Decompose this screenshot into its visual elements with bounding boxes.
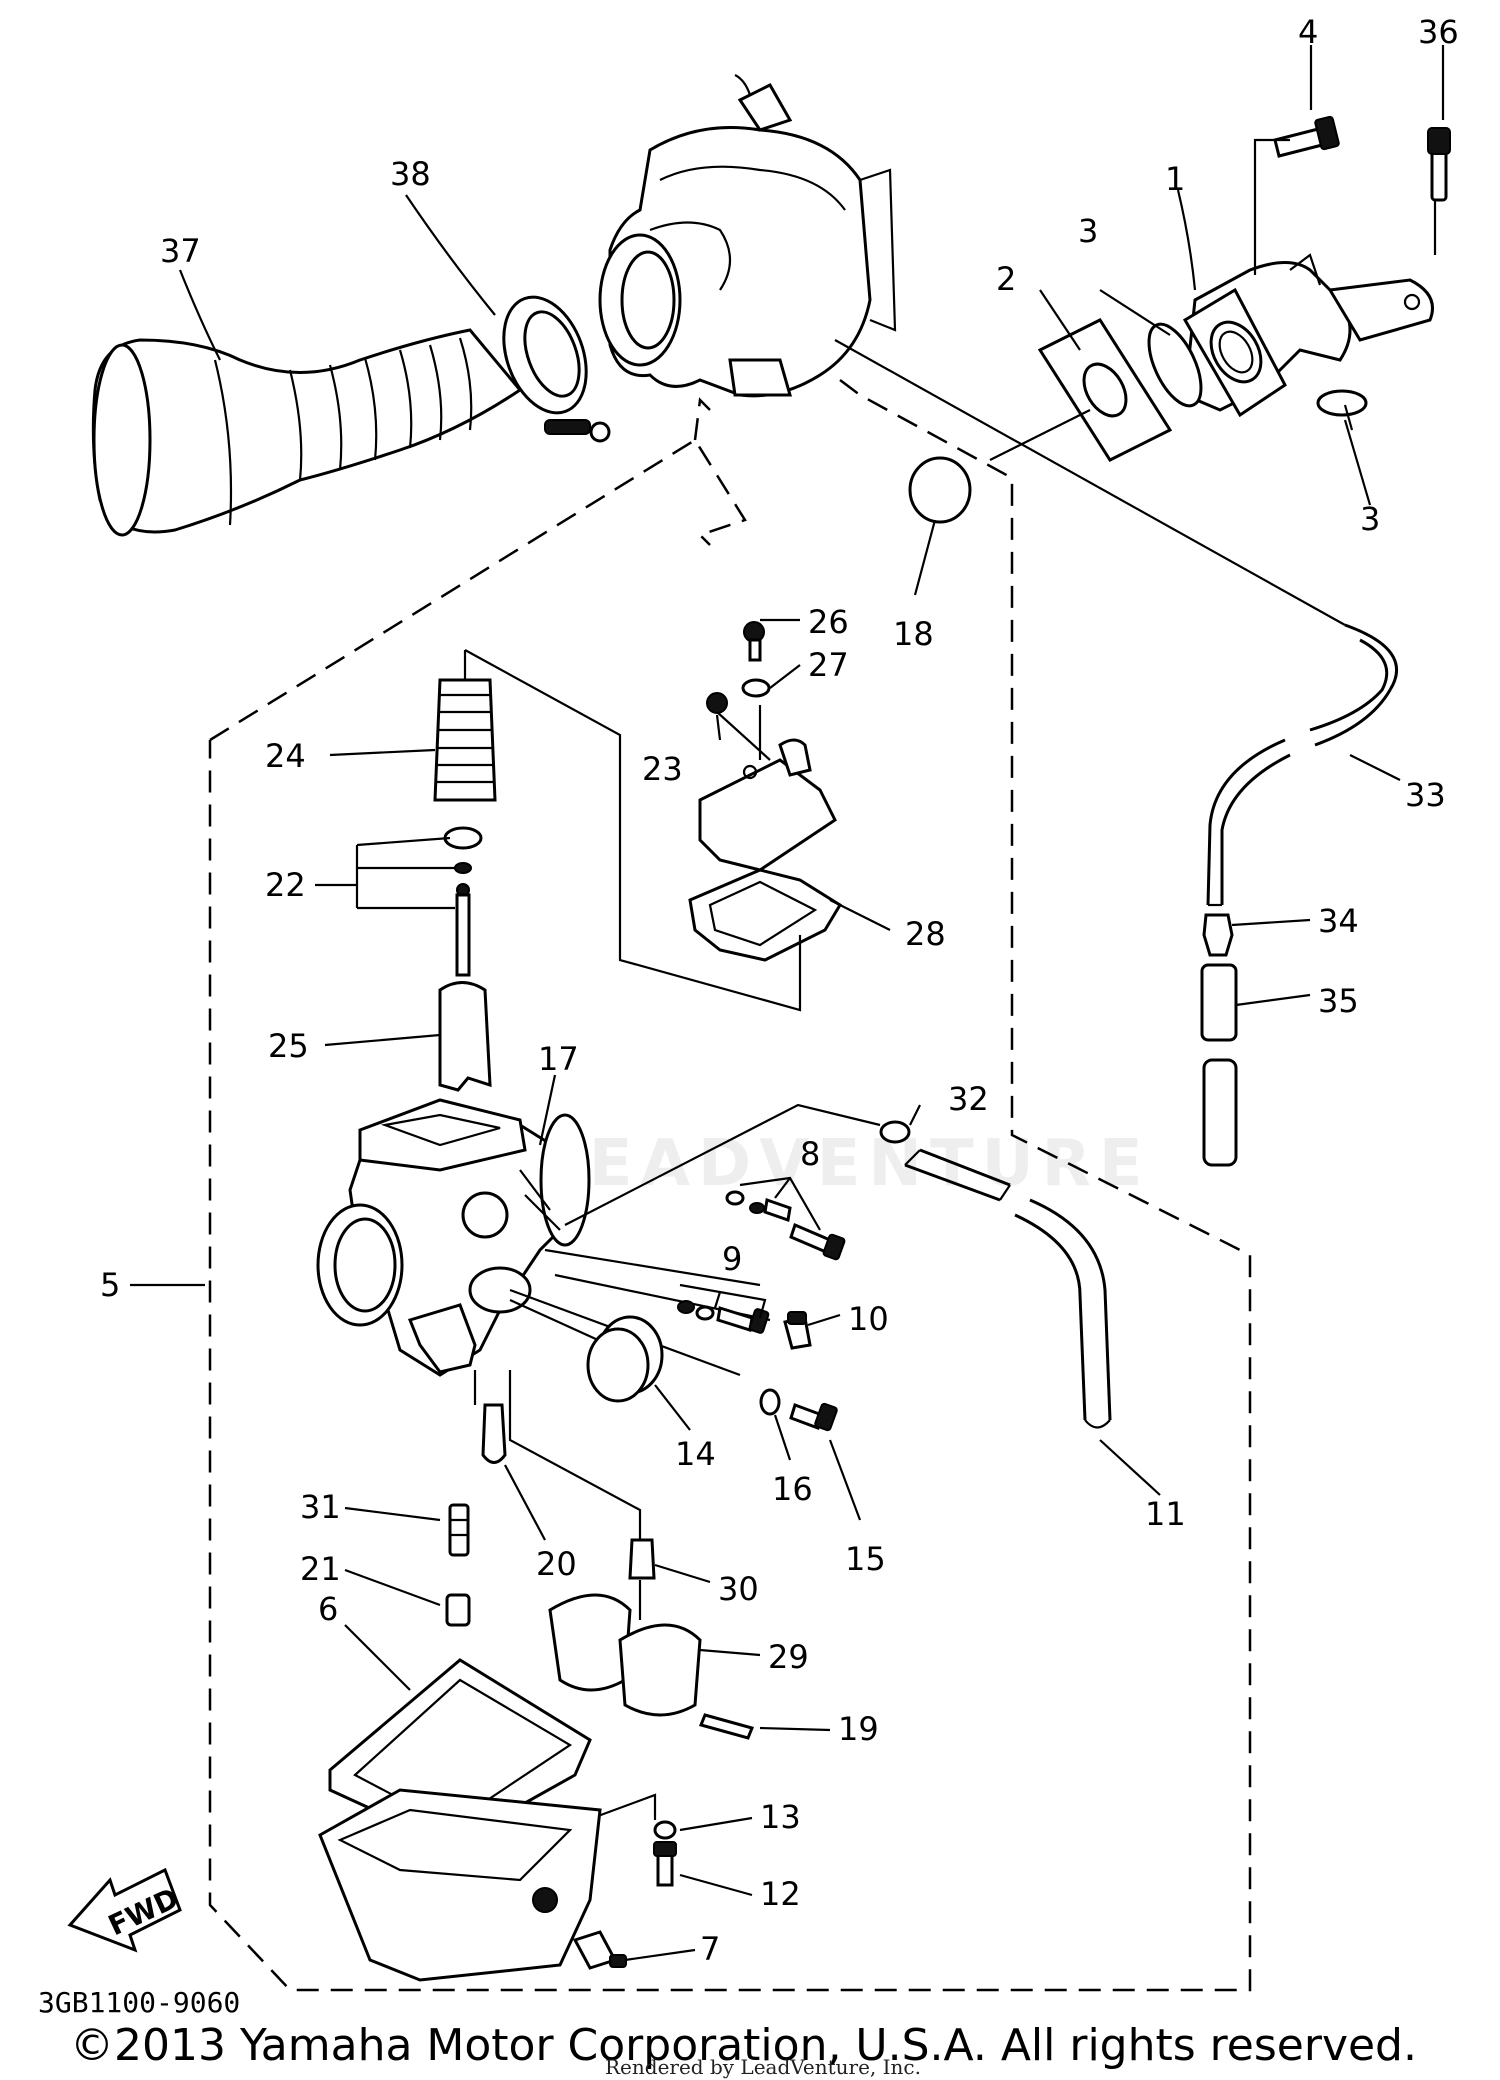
part-14-cap[interactable] [586,1315,664,1403]
callout-17: 17 [538,1040,579,1078]
part-38-hose-clamp[interactable] [489,286,611,443]
callout-38: 38 [390,155,431,193]
part-25-throttle-valve[interactable] [438,981,492,1092]
callout-13: 13 [760,1798,801,1836]
part-3-o-ring-lower[interactable] [1316,389,1368,417]
callout-27: 27 [808,646,849,684]
rendered-by-note: Rendered by LeadVenture, Inc. [605,2055,921,2079]
callout-18: 18 [893,615,934,653]
drawing-code: 3GB1100-9060 [38,1986,240,2019]
part-18-gasket[interactable] [908,456,972,524]
callout-35: 35 [1318,982,1359,1020]
callout-6: 6 [318,1590,338,1628]
callout-31: 31 [300,1488,341,1526]
callout-16: 16 [772,1470,813,1508]
part-31-pilot-jet[interactable] [448,1503,470,1557]
part-26-screw[interactable] [743,621,765,662]
callout-23: 23 [642,750,683,788]
guide-lines-cover [464,649,802,1012]
callout-24: 24 [265,737,306,775]
callout-5: 5 [100,1266,120,1304]
leadventure-watermark: LEADVENTURE [540,1127,1151,1201]
carburetor-body-main[interactable] [316,1098,591,1377]
callout-36: 36 [1418,13,1459,51]
part-top-cover[interactable] [698,738,837,872]
part-34-fitting[interactable] [1202,913,1234,957]
part-11-hose[interactable] [904,1148,1161,1496]
part-15-screw[interactable] [789,1402,838,1432]
part-16-washer[interactable] [759,1388,781,1416]
part-1-intake-manifold[interactable] [1182,253,1434,418]
callout-numbers: 1 2 3 3 4 5 6 7 8 9 10 11 12 13 14 15 16… [100,13,1459,1968]
part-9-throttle-stop-set[interactable] [677,1283,770,1334]
part-32-hose-clip[interactable] [879,1120,911,1144]
part-7-air-vent-screw[interactable] [572,1930,627,1970]
callout-30: 30 [718,1570,759,1608]
callout-15: 15 [845,1540,886,1578]
callout-21: 21 [300,1550,341,1588]
part-21-main-jet[interactable] [445,1593,471,1627]
part-23-plug[interactable] [706,692,728,714]
part-12-drain-screw[interactable] [653,1841,677,1887]
callout-4: 4 [1298,13,1318,51]
callout-32: 32 [948,1080,989,1118]
callout-34: 34 [1318,902,1359,940]
part-4-bolt[interactable] [1273,115,1340,158]
callout-3b: 3 [1360,500,1380,538]
callout-37: 37 [160,232,201,270]
callout-14: 14 [675,1435,716,1473]
callout-3a: 3 [1078,212,1098,250]
callout-8: 8 [800,1135,820,1173]
callout-2: 2 [996,260,1016,298]
part-20-needle-jet[interactable] [481,1403,507,1464]
float-chamber-body[interactable] [318,1788,602,1982]
part-24-spring[interactable] [433,678,497,802]
copyright-notice: ©2013 Yamaha Motor Corporation, U.S.A. A… [70,2020,1417,2071]
callout-7: 7 [700,1930,720,1968]
part-19-float-pin[interactable] [698,1713,755,1740]
callout-25: 25 [268,1027,309,1065]
callout-26: 26 [808,603,849,641]
callout-10: 10 [848,1300,889,1338]
callout-leaders [130,45,1445,1962]
part-27-washer[interactable] [741,678,771,698]
part-30-valve-seat[interactable] [628,1538,656,1580]
callout-1: 1 [1165,160,1185,198]
part-22-needle-set[interactable] [355,826,483,977]
callout-28: 28 [905,915,946,953]
part-36-screw[interactable] [1427,127,1451,202]
part-28-gasket[interactable] [688,868,843,962]
assembly-boundary [208,379,1252,1992]
part-29-float[interactable] [548,1593,702,1717]
callout-20: 20 [536,1545,577,1583]
part-2-insulator-gasket[interactable] [1037,318,1173,462]
part-10-plug[interactable] [783,1311,812,1350]
callout-19: 19 [838,1710,879,1748]
fwd-arrow: FWD [67,1867,184,1953]
part-13-o-ring[interactable] [653,1820,677,1840]
callout-29: 29 [768,1638,809,1676]
part-35-hose[interactable] [1200,963,1238,1167]
callout-9: 9 [722,1240,742,1278]
carburetor-body-upper[interactable] [598,74,897,398]
part-33-hose[interactable] [1206,623,1399,907]
callout-33: 33 [1405,776,1446,814]
part-8-pilot-screw-set[interactable] [725,1176,846,1261]
part-37-air-duct[interactable] [91,328,523,537]
callout-22: 22 [265,866,306,904]
callout-11: 11 [1145,1495,1186,1533]
guide-lines-upper [834,138,1437,626]
callout-12: 12 [760,1875,801,1913]
